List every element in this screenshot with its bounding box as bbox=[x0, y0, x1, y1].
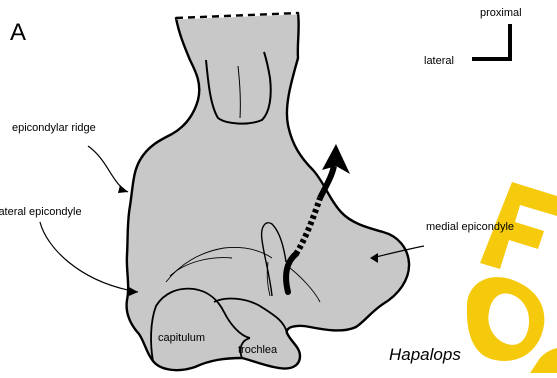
watermark bbox=[467, 182, 557, 373]
panel-letter: A bbox=[10, 19, 26, 46]
taxon-name: Hapalops bbox=[389, 345, 461, 364]
orientation-proximal-label: proximal bbox=[480, 7, 522, 19]
label-trochlea: trochlea bbox=[238, 344, 278, 356]
label-capitulum: capitulum bbox=[158, 332, 205, 344]
orientation-lateral-label: lateral bbox=[424, 55, 454, 67]
orientation-indicator: proximal lateral bbox=[424, 7, 522, 67]
label-medial-epicondyle: medial epicondyle bbox=[426, 221, 514, 233]
label-lateral-epicondyle: lateral epicondyle bbox=[0, 206, 82, 218]
label-epicondylar-ridge: epicondylar ridge bbox=[12, 122, 96, 134]
